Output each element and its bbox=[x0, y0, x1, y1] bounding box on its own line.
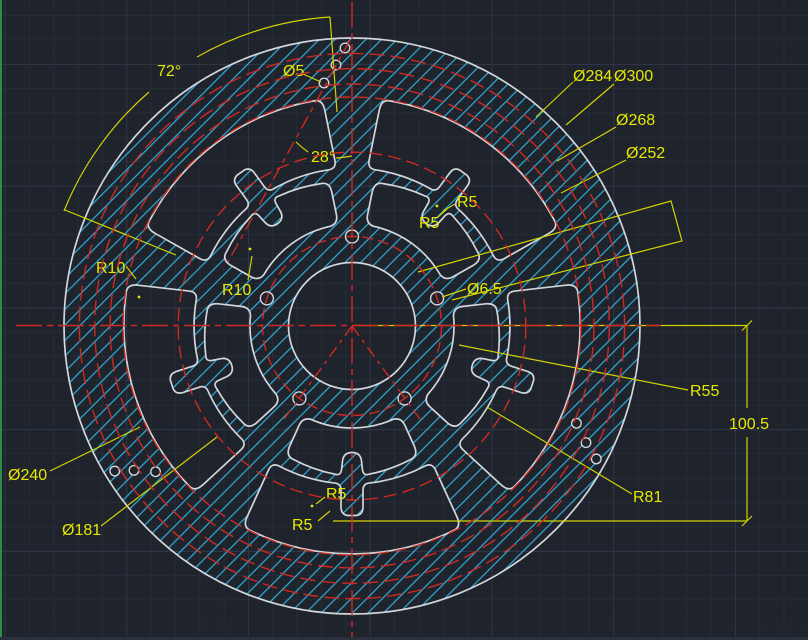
dimension-dia284-dia300[interactable]: Ø284 Ø300 bbox=[535, 68, 653, 126]
dim-text-dia240[interactable]: Ø240 bbox=[8, 467, 47, 484]
dimension-r10-mid[interactable]: R10 bbox=[222, 255, 253, 299]
dim-text-r81[interactable]: R81 bbox=[633, 489, 662, 506]
dim-text-r5-bottom-2[interactable]: R5 bbox=[292, 517, 313, 534]
dimension-angle-28[interactable]: 28° bbox=[295, 141, 353, 166]
dim-text-dia5[interactable]: Ø5 bbox=[283, 63, 304, 80]
dimension-rotated-box[interactable] bbox=[417, 200, 683, 301]
dimension-dia181[interactable]: Ø181 bbox=[62, 436, 218, 539]
dim-text-dia268[interactable]: Ø268 bbox=[616, 112, 655, 129]
centerline-hole-axis-28[interactable] bbox=[227, 39, 351, 263]
dim-text-r55[interactable]: R55 bbox=[690, 383, 719, 400]
dim-text-72[interactable]: 72° bbox=[157, 63, 181, 80]
dim-text-dia284[interactable]: Ø284 bbox=[573, 68, 612, 85]
viewport-left-edge bbox=[0, 0, 2, 640]
viewport-bottom-edge bbox=[0, 637, 808, 640]
dim-text-r5-top-2[interactable]: R5 bbox=[419, 215, 440, 232]
dim-text-dia252[interactable]: Ø252 bbox=[626, 145, 665, 162]
dim-text-100-5[interactable]: 100.5 bbox=[729, 416, 769, 433]
centerlines[interactable] bbox=[16, 2, 661, 638]
dim-text-28[interactable]: 28° bbox=[311, 149, 335, 166]
dimension-dia240[interactable]: Ø240 bbox=[8, 426, 141, 484]
centerline-radial-right[interactable] bbox=[351, 325, 421, 420]
dim-text-r10-mid[interactable]: R10 bbox=[222, 282, 251, 299]
dimension-dia252[interactable]: Ø252 bbox=[560, 145, 665, 194]
dim-text-r5-bottom-1[interactable]: R5 bbox=[326, 486, 347, 503]
dim-text-dia6-5[interactable]: Ø6.5 bbox=[467, 281, 502, 298]
dimension-r55[interactable]: R55 bbox=[458, 344, 719, 400]
dim-text-r5-top-1[interactable]: R5 bbox=[457, 194, 478, 211]
dim-text-dia300[interactable]: Ø300 bbox=[614, 68, 653, 85]
dimension-angle-72[interactable]: 72° bbox=[63, 16, 338, 256]
dimension-point-markers bbox=[137, 204, 439, 508]
dimension-r5-bottom[interactable]: R5 R5 bbox=[292, 486, 347, 534]
centerline-radial-left[interactable] bbox=[283, 325, 353, 420]
dimension-dia5[interactable]: Ø5 bbox=[283, 63, 322, 83]
dimension-r5-top[interactable]: R5 R5 bbox=[419, 194, 478, 232]
dimensions[interactable]: 72° Ø5 28° Ø284 Ø300 Ø268 bbox=[8, 16, 769, 539]
dim-text-r10-left[interactable]: R10 bbox=[96, 260, 125, 277]
dimension-dia268[interactable]: Ø268 bbox=[556, 112, 655, 162]
dim-text-dia181[interactable]: Ø181 bbox=[62, 522, 101, 539]
